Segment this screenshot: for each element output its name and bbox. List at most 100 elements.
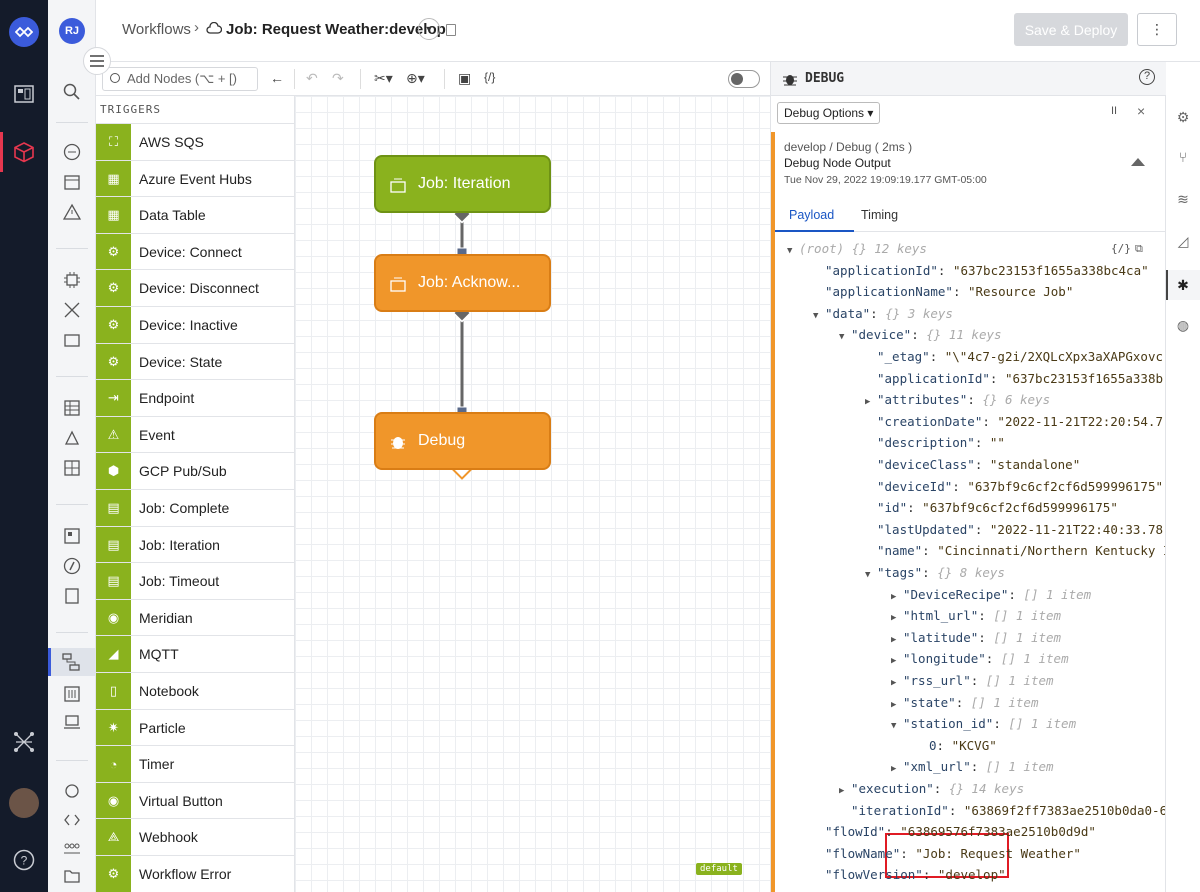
graph-icon[interactable] (60, 426, 84, 450)
palette-item[interactable]: ⚙Workflow Error (96, 855, 295, 892)
alert-icon[interactable] (60, 200, 84, 224)
palette-item[interactable]: ▤Job: Timeout (96, 562, 295, 600)
back-arrow-icon[interactable]: ← (270, 70, 284, 86)
calendar-icon[interactable] (60, 170, 84, 194)
copy-icon[interactable]: ⧉ (1135, 242, 1143, 255)
user-avatar[interactable] (9, 788, 39, 818)
help-icon[interactable]: ? (12, 848, 36, 872)
data-table-icon[interactable] (60, 396, 84, 420)
palette-item[interactable]: ◉Meridian (96, 598, 295, 636)
notebook-icon[interactable] (60, 328, 84, 352)
json-icon[interactable]: {/} (484, 70, 496, 84)
palette-item[interactable]: ▤Job: Complete (96, 489, 295, 526)
search-icon[interactable] (60, 80, 84, 104)
sliders-icon[interactable] (60, 682, 84, 706)
tab-payload[interactable]: Payload (789, 208, 835, 222)
expand-down-icon[interactable]: ▼ (787, 246, 793, 256)
tree-row[interactable]: ▶"DeviceRecipe": [] 1 item (891, 586, 1091, 604)
scissors-icon[interactable]: ✂▾ (374, 70, 393, 86)
tree-row[interactable]: ▶"longitude": [] 1 item (891, 650, 1069, 668)
expand-right-icon[interactable]: ▶ (891, 656, 897, 667)
palette-item[interactable]: ⚙Device: Inactive (96, 306, 295, 343)
zoom-icon[interactable]: ⊕▾ (406, 70, 425, 86)
palette-item[interactable]: ⛶AWS SQS (96, 123, 295, 160)
branch-icon[interactable]: ⑂ (1178, 149, 1188, 165)
app-logo-icon[interactable] (9, 17, 39, 47)
settings-gear-icon[interactable]: ⚙ (1176, 108, 1190, 125)
comment-icon[interactable]: ▣ (458, 70, 472, 86)
tree-row[interactable]: ▶"attributes": {} 6 keys (865, 391, 1050, 409)
breadcrumb-workflows[interactable]: Workflows (122, 21, 191, 38)
add-nodes-search[interactable]: Add Nodes (⌥ + [) (102, 67, 258, 91)
palette-item[interactable]: ◔Timer (96, 745, 295, 783)
tree-row[interactable]: ▼(root) {} 12 keys (787, 240, 927, 258)
palette-item[interactable]: ⬢GCP Pub/Sub (96, 452, 295, 490)
database-icon[interactable]: ≋ (1177, 190, 1189, 207)
application-cube-icon[interactable] (12, 140, 36, 164)
dashboard-icon[interactable] (60, 456, 84, 480)
avatar[interactable]: RJ (59, 18, 85, 44)
palette-item[interactable]: ✷Particle (96, 708, 295, 746)
expand-right-icon[interactable]: ▶ (891, 634, 897, 645)
palette-item[interactable]: ⇥Endpoint (96, 379, 295, 417)
palette-item[interactable]: ▤Job: Iteration (96, 525, 295, 563)
tree-row[interactable]: ▶"execution": {} 14 keys (839, 780, 1024, 798)
redo-icon[interactable]: ↷ (332, 70, 344, 86)
tree-row[interactable]: ▼"data": {} 3 keys (813, 305, 953, 323)
expand-down-icon[interactable]: ▼ (891, 721, 897, 732)
network-icon[interactable] (12, 730, 36, 754)
expand-right-icon[interactable]: ▶ (839, 786, 845, 796)
tree-row[interactable]: ▶"rss_url": [] 1 item (891, 672, 1054, 690)
users-icon[interactable] (60, 836, 84, 860)
tree-row[interactable]: ▶"html_url": [] 1 item (891, 607, 1061, 625)
node-job-iteration[interactable]: Job: Iteration (374, 155, 551, 213)
overview-icon[interactable] (60, 140, 84, 164)
palette-item[interactable]: ⟁Webhook (96, 818, 295, 856)
palette-item[interactable]: ⚙Device: Disconnect (96, 269, 295, 307)
globe-icon[interactable]: ◍ (1176, 316, 1190, 333)
tree-row[interactable]: ▼"tags": {} 8 keys (865, 564, 1005, 582)
tab-timing[interactable]: Timing (861, 208, 899, 222)
palette-item[interactable]: ▦Azure Event Hubs (96, 159, 295, 197)
debug-toggle[interactable] (728, 70, 760, 88)
tree-row[interactable]: ▼"device": {} 11 keys (839, 326, 1002, 344)
book-icon[interactable] (60, 584, 84, 608)
workflow-canvas[interactable]: Job: Iteration Job: Acknow... Debug defa… (295, 96, 770, 892)
chevron-down-icon[interactable]: ▼ (418, 18, 440, 40)
json-icon[interactable]: {/} (1111, 242, 1131, 255)
bug-icon[interactable]: ✱ (1177, 276, 1189, 293)
expand-down-icon[interactable]: ▼ (813, 310, 819, 321)
compass-icon[interactable] (60, 554, 84, 578)
copy-icon[interactable] (446, 24, 456, 36)
tree-row[interactable]: ▶"latitude": [] 1 item (891, 629, 1061, 647)
palette-item[interactable]: ◢MQTT (96, 635, 295, 673)
expand-down-icon[interactable]: ▼ (865, 570, 871, 580)
pause-button[interactable]: II (1111, 105, 1118, 117)
folder-icon[interactable] (60, 864, 84, 888)
undo-icon[interactable]: ↶ (306, 70, 318, 86)
tree-row[interactable]: ▶"xml_url": [] 1 item (891, 758, 1054, 776)
dashboard-icon[interactable] (12, 82, 36, 106)
chip-icon[interactable] (60, 268, 84, 292)
palette-item[interactable]: ⚠Event (96, 415, 295, 453)
device-icon[interactable] (60, 710, 84, 734)
tree-row[interactable]: ▶"state": [] 1 item (891, 694, 1038, 712)
node-job-acknowledge[interactable]: Job: Acknow... (374, 254, 551, 312)
report-icon[interactable] (60, 524, 84, 548)
chart-icon[interactable]: ◿ (1177, 232, 1189, 249)
more-options-button[interactable]: ⋮ (1137, 13, 1177, 46)
expand-down-icon[interactable]: ▼ (839, 332, 845, 343)
expand-right-icon[interactable]: ▶ (891, 764, 897, 775)
palette-item[interactable]: ▦Data Table (96, 196, 295, 234)
palette-item[interactable]: ▯Notebook (96, 672, 295, 709)
palette-item[interactable]: ⚙Device: Connect (96, 232, 295, 270)
fire-icon[interactable] (60, 778, 84, 802)
node-debug[interactable]: Debug (374, 412, 551, 470)
debug-options-dropdown[interactable]: Debug Options ▾ (777, 102, 881, 124)
workflows-nav-item[interactable] (48, 648, 96, 676)
expand-right-icon[interactable]: ▶ (891, 591, 897, 602)
tree-row[interactable]: ▼"station_id": [] 1 item (891, 715, 1076, 733)
expand-right-icon[interactable]: ▶ (891, 678, 897, 688)
palette-item[interactable]: ◉Virtual Button (96, 781, 295, 819)
tools-icon[interactable] (60, 298, 84, 322)
